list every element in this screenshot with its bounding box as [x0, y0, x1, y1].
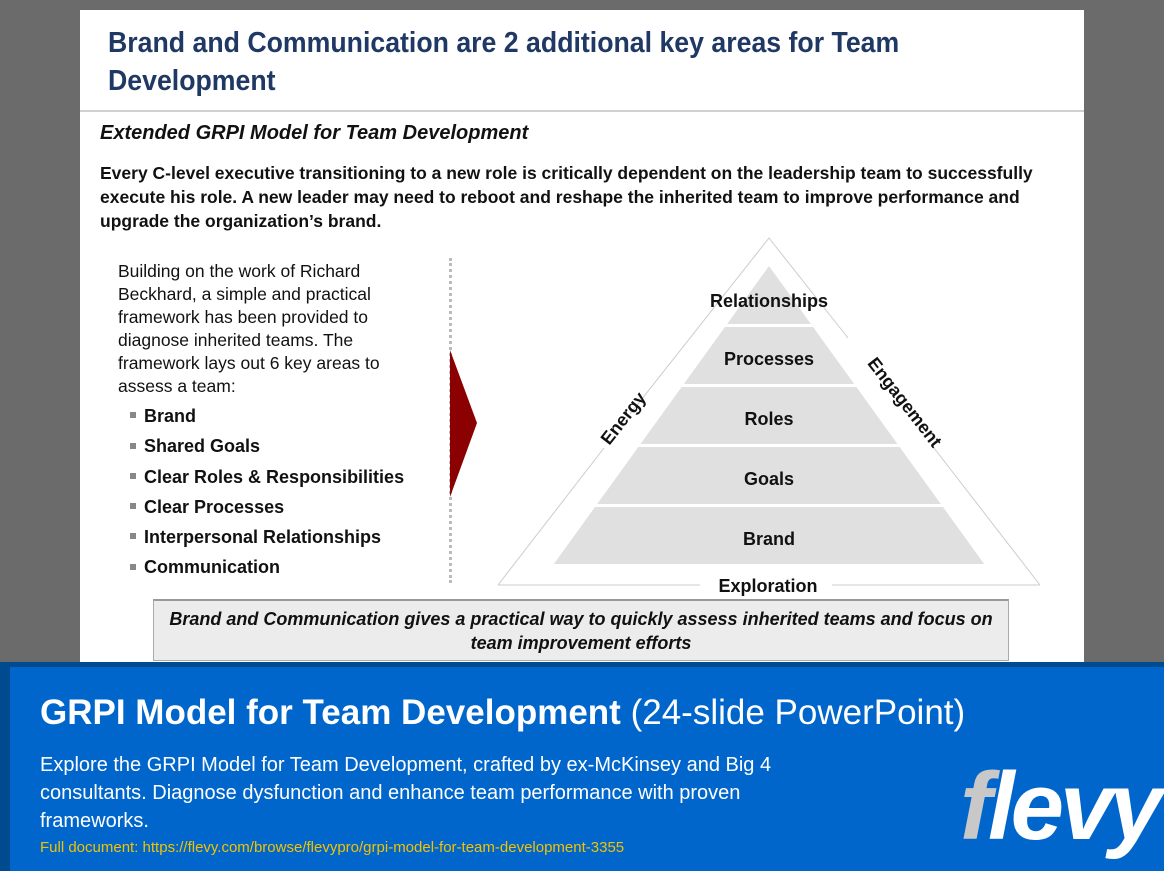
outer-triangle-left-top: [629, 237, 849, 415]
flevy-logo: flevy: [960, 753, 1163, 860]
callout-box: Brand and Communication gives a practica…: [153, 599, 1009, 661]
side-label-left: Energy: [597, 388, 650, 448]
pyramid-band: [727, 266, 811, 324]
list-item: Brand: [130, 406, 404, 436]
pyramid-band: [640, 387, 898, 444]
bullet-icon: [130, 412, 136, 419]
bullet-list: Brand Shared Goals Clear Roles & Respons…: [130, 406, 404, 588]
bullet-icon: [130, 563, 136, 570]
promo-banner: GRPI Model for Team Development (24-slid…: [0, 662, 1164, 871]
pyramid-band: [597, 447, 941, 504]
slide-subtitle: Extended GRPI Model for Team Development: [100, 122, 529, 144]
bullet-icon: [130, 503, 136, 510]
banner-title: GRPI Model for Team Development (24-slid…: [40, 693, 966, 732]
intro-text: Every C-level executive transitioning to…: [100, 163, 1033, 231]
list-item: Interpersonal Relationships: [130, 527, 404, 557]
list-item: Clear Processes: [130, 497, 404, 527]
bullet-icon: [130, 472, 136, 479]
list-item: Clear Roles & Responsibilities: [130, 467, 404, 497]
level-label: Processes: [724, 349, 814, 369]
slide-title: Brand and Communication are 2 additional…: [108, 27, 900, 97]
level-label: Relationships: [710, 291, 828, 311]
pyramid-diagram: Relationships Processes Roles Goals Bran…: [450, 237, 1041, 596]
arrow-icon: [450, 350, 477, 497]
outer-triangle-left: [497, 447, 605, 586]
body-text: Building on the work of Richard Beckhard…: [118, 261, 380, 396]
list-item: Communication: [130, 557, 404, 587]
level-label: Roles: [744, 409, 793, 429]
bullet-icon: [130, 533, 136, 540]
level-label: Brand: [743, 529, 795, 549]
pyramid-band: [553, 507, 985, 564]
level-label: Goals: [744, 469, 794, 489]
base-label: Exploration: [718, 576, 817, 596]
bullet-icon: [130, 442, 136, 449]
outer-triangle-right: [933, 447, 1041, 586]
list-item: Shared Goals: [130, 436, 404, 466]
pyramid-band: [683, 327, 855, 384]
banner-description: Explore the GRPI Model for Team Developm…: [40, 754, 772, 832]
document-link[interactable]: Full document: https://flevy.com/browse/…: [40, 839, 625, 856]
slide: Brand and Communication are 2 additional…: [80, 10, 1084, 710]
title-divider: [80, 110, 1084, 112]
